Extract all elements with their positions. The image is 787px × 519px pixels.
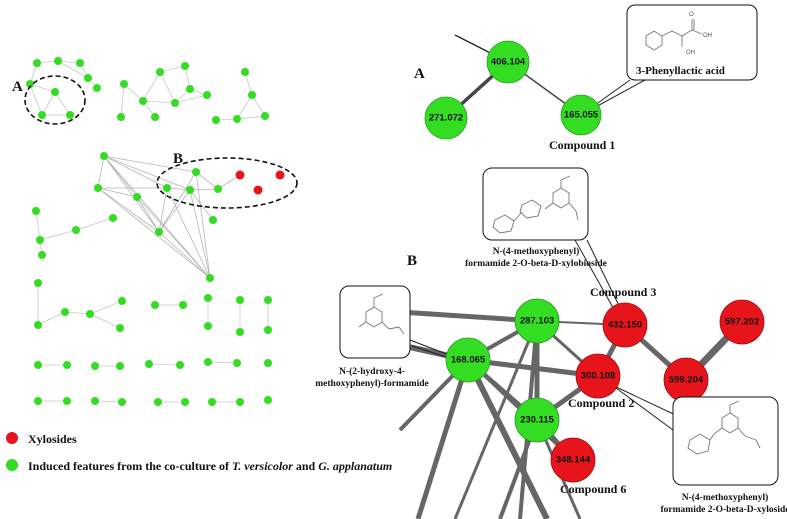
node-406-label: 406.104 (491, 57, 526, 68)
legend-xylosides-label: Xylosides (28, 432, 77, 446)
node-271 (424, 96, 468, 140)
xyloside-structure-drawing (687, 400, 761, 455)
compound-3-label: Compound 3 (590, 285, 656, 299)
svg-text:300.108: 300.108 (581, 371, 615, 382)
legend-xyloside-marker (6, 432, 18, 444)
overview-label-b: B (173, 151, 183, 167)
node-230 (514, 397, 560, 443)
node-348 (550, 437, 596, 483)
legend-induced-marker (6, 459, 18, 471)
xylobioside-name-1: N-(4-methoxyphenyl) (493, 246, 580, 257)
overview-edges (29, 60, 269, 403)
overview-network: A B (12, 57, 298, 406)
overview-ellipse-b (156, 157, 298, 209)
overview-red-nodes (235, 170, 285, 195)
compound-1-label: Compound 1 (549, 138, 615, 152)
svg-text:599.204: 599.204 (669, 375, 704, 386)
node-597 (719, 299, 765, 345)
svg-text:168.065: 168.065 (451, 355, 486, 366)
overview-green-nodes (26, 57, 272, 406)
node-287 (514, 298, 560, 344)
panel-a-letter: A (414, 66, 425, 82)
legend-induced-label: Induced features from the co-culture of … (28, 459, 392, 473)
oh-label: OH (686, 50, 695, 56)
panel-b-letter: B (407, 253, 417, 269)
node-300 (575, 353, 621, 399)
svg-text:287.103: 287.103 (520, 316, 554, 327)
node-432 (602, 302, 648, 348)
svg-text:230.115: 230.115 (520, 415, 555, 426)
phenyllactic-structure-drawing (645, 19, 703, 51)
phenyllactic-name: 3-Phenyllactic acid (636, 65, 725, 77)
node-165 (560, 94, 602, 136)
oh-label-2: OH (703, 33, 712, 39)
xyloside-structure-box (672, 396, 779, 486)
o-label: O (689, 12, 694, 18)
xylobioside-structure-drawing (492, 175, 579, 234)
svg-text:348.144: 348.144 (556, 455, 591, 466)
xyloside-name-2: formamide 2-O-beta-D-xyloside (660, 505, 787, 515)
panel-a: A 406.104 271.072 165.055 Compound 1 OH … (414, 4, 758, 152)
legend: Xylosides Induced features from the co-c… (6, 432, 392, 473)
hydroxy-name-1: N-(2-hydroxy-4- (339, 366, 405, 377)
node-168 (445, 337, 491, 383)
xyloside-name-1: N-(4-methoxyphenyl) (682, 492, 769, 503)
xylobioside-name-2: formamide 2-O-beta-D-xylobioside (465, 259, 607, 269)
compound-6-label: Compound 6 (560, 482, 626, 496)
phenyllactic-structure-box (626, 4, 758, 81)
node-406 (486, 40, 530, 84)
overview-ellipse-a (24, 75, 86, 125)
node-271-label: 271.072 (429, 113, 463, 124)
svg-text:597.202: 597.202 (725, 317, 759, 328)
node-165-label: 165.055 (564, 110, 599, 121)
hydroxy-structure-box (339, 285, 411, 359)
svg-text:432.150: 432.150 (608, 320, 642, 331)
xylobioside-structure-box (482, 167, 589, 241)
panel-b: B (315, 167, 787, 519)
hydroxy-name-2: methoxyphenyl)-formamide (315, 378, 428, 389)
overview-label-a: A (12, 79, 23, 95)
hydroxy-structure-drawing (358, 293, 405, 335)
compound-2-label: Compound 2 (568, 396, 634, 410)
